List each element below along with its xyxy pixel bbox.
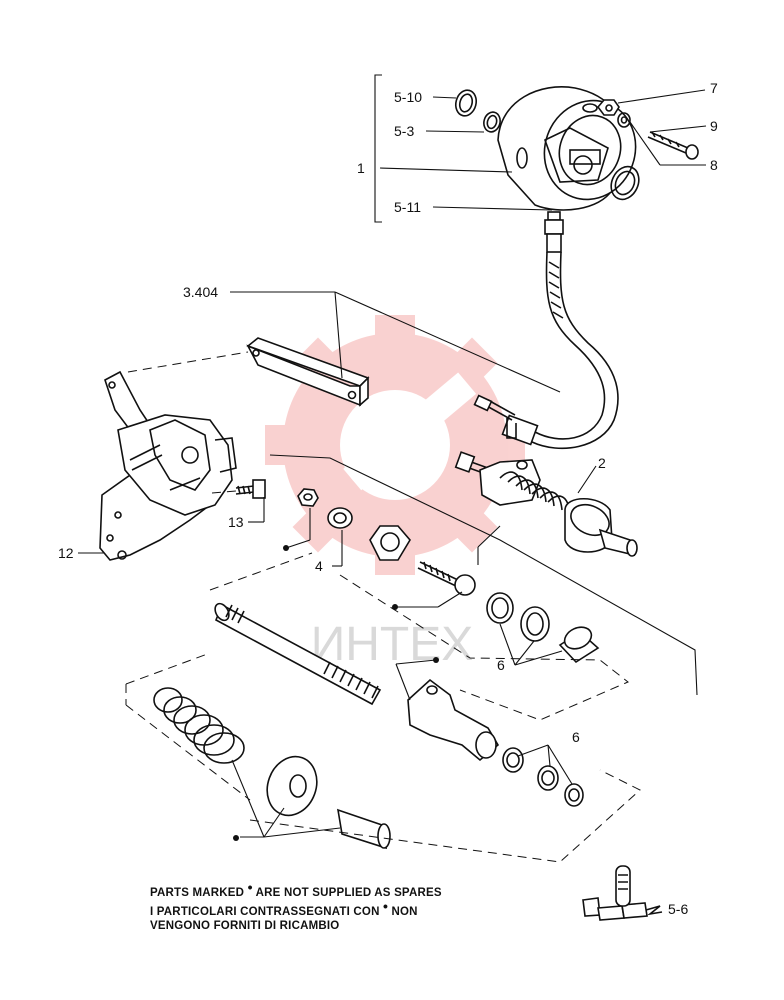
spring-plate (266, 755, 318, 817)
coil-spring (153, 687, 245, 764)
o-ring-part-5-11 (610, 165, 640, 201)
non-spare-markers (233, 545, 439, 841)
o-ring-part-5-3 (483, 111, 501, 133)
nut-part-7 (596, 99, 620, 116)
callout-5-3: 5-3 (394, 123, 414, 139)
bracket-group-1 (374, 74, 382, 223)
callout-9: 9 (710, 118, 718, 134)
callout-13: 13 (228, 514, 244, 530)
bolt-part-13 (235, 479, 266, 499)
diagonal-line (269, 454, 698, 696)
bushing-set-part-6-upper (486, 592, 600, 664)
watermark-text: ИНТЕХ (311, 618, 474, 671)
nut-small-part-4 (297, 488, 319, 507)
threaded-shaft (214, 602, 382, 706)
callout-2: 2 (598, 455, 606, 471)
housing-part-1 (497, 86, 637, 211)
dash-frame-upper (209, 552, 629, 721)
shaft-bracket (407, 678, 500, 762)
detail-part-5-6 (582, 865, 663, 921)
cylinder-part-2 (454, 451, 638, 557)
bushing-set-part-6-lower (502, 747, 584, 807)
note-line-3-text: VENGONO FORNITI DI RICAMBIO (150, 920, 340, 932)
leader-lines (78, 89, 707, 838)
note-line-1-pre: PARTS MARKED (150, 887, 248, 899)
callout-5-6: 5-6 (668, 901, 688, 917)
note-line-2: I PARTICOLARI CONTRASSEGNATI CON • NON (150, 898, 418, 918)
nut-large (369, 525, 411, 561)
bar-part-3-404 (246, 337, 370, 407)
dash-line-bar (127, 351, 249, 373)
washer-part-8 (617, 112, 631, 128)
callout-1: 1 (357, 160, 365, 176)
note-line-2-post: NON (388, 906, 418, 918)
o-ring-part-5-10 (454, 89, 478, 117)
marker-bullet-1: • (247, 879, 253, 895)
note-line-2-pre: I PARTICOLARI CONTRASSEGNATI CON (150, 906, 383, 918)
sleeve (336, 808, 391, 850)
callout-4: 4 (315, 558, 323, 574)
callout-5-10: 5-10 (394, 89, 422, 105)
callout-7: 7 (710, 80, 718, 96)
callout-5-11: 5-11 (394, 199, 421, 215)
callout-6-upper: 6 (497, 657, 505, 673)
callout-8: 8 (710, 157, 718, 173)
hose-assembly (473, 211, 619, 449)
lever-assembly-part-12 (99, 370, 237, 561)
washer-part-4 (327, 507, 353, 529)
screw-part-9 (647, 131, 699, 160)
callout-labels: 5-10 5-3 1 5-11 7 9 8 3.404 2 13 12 4 6 … (58, 80, 718, 917)
callout-12: 12 (58, 545, 74, 561)
callout-3-404: 3.404 (183, 284, 218, 300)
note-line-1: PARTS MARKED • ARE NOT SUPPLIED AS SPARE… (150, 879, 442, 899)
note-line-1-post: ARE NOT SUPPLIED AS SPARES (252, 887, 442, 899)
ball-stud (417, 561, 476, 596)
note-line-3: VENGONO FORNITI DI RICAMBIO (150, 920, 339, 932)
dash-line-lever (211, 490, 237, 494)
callout-6-lower: 6 (572, 729, 580, 745)
marker-bullet-2: • (382, 898, 389, 914)
